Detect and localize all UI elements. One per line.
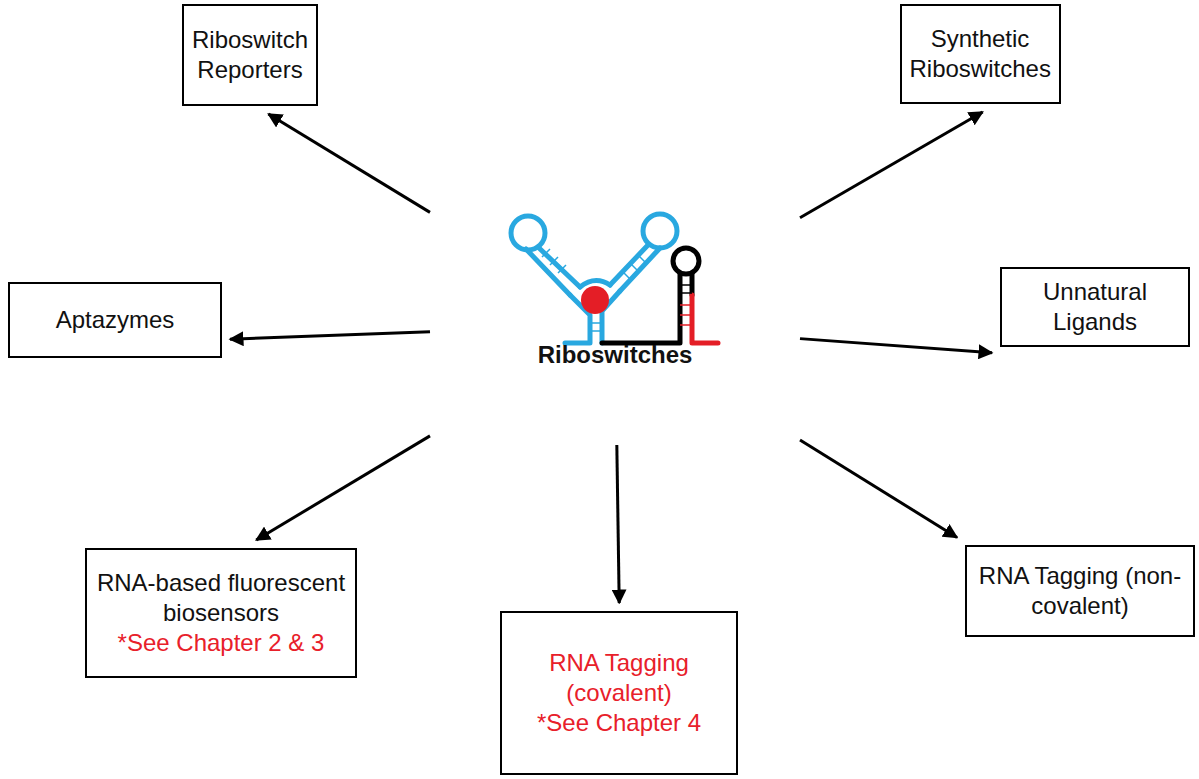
riboswitch-hub: Riboswitches [430, 205, 800, 445]
topic-box: RNA-based fluorescent biosensors*See Cha… [85, 548, 357, 678]
arrow-connector [230, 332, 430, 339]
box-label: Unnatural Ligands [1010, 277, 1180, 337]
riboswitch-illustration [430, 205, 800, 445]
topic-box: Unnatural Ligands [1000, 267, 1190, 347]
arrow-connector [268, 114, 430, 212]
topic-box: RNA Tagging (non-covalent) [965, 545, 1195, 637]
topic-box: Synthetic Riboswitches [900, 4, 1061, 104]
box-label: Synthetic Riboswitches [910, 24, 1051, 84]
chapter-note: RNA Tagging (covalent) [510, 648, 728, 708]
arrow-connector [800, 339, 992, 353]
hub-label: Riboswitches [430, 340, 800, 370]
arrow-connector [800, 440, 957, 538]
chapter-note: *See Chapter 2 & 3 [95, 628, 347, 658]
box-label: RNA Tagging (non-covalent) [975, 561, 1185, 621]
topic-box: RNA Tagging (covalent)*See Chapter 4 [500, 611, 738, 775]
arrow-connector [617, 445, 619, 603]
topic-box: Aptazymes [8, 282, 222, 358]
chapter-note: *See Chapter 4 [510, 708, 728, 738]
arrow-connector [256, 436, 430, 540]
topic-box: Riboswitch Reporters [182, 4, 318, 106]
box-label: Riboswitch Reporters [192, 25, 308, 85]
box-label: Aptazymes [18, 305, 212, 335]
box-label: RNA-based fluorescent biosensors [95, 568, 347, 628]
arrow-connector [800, 112, 983, 218]
